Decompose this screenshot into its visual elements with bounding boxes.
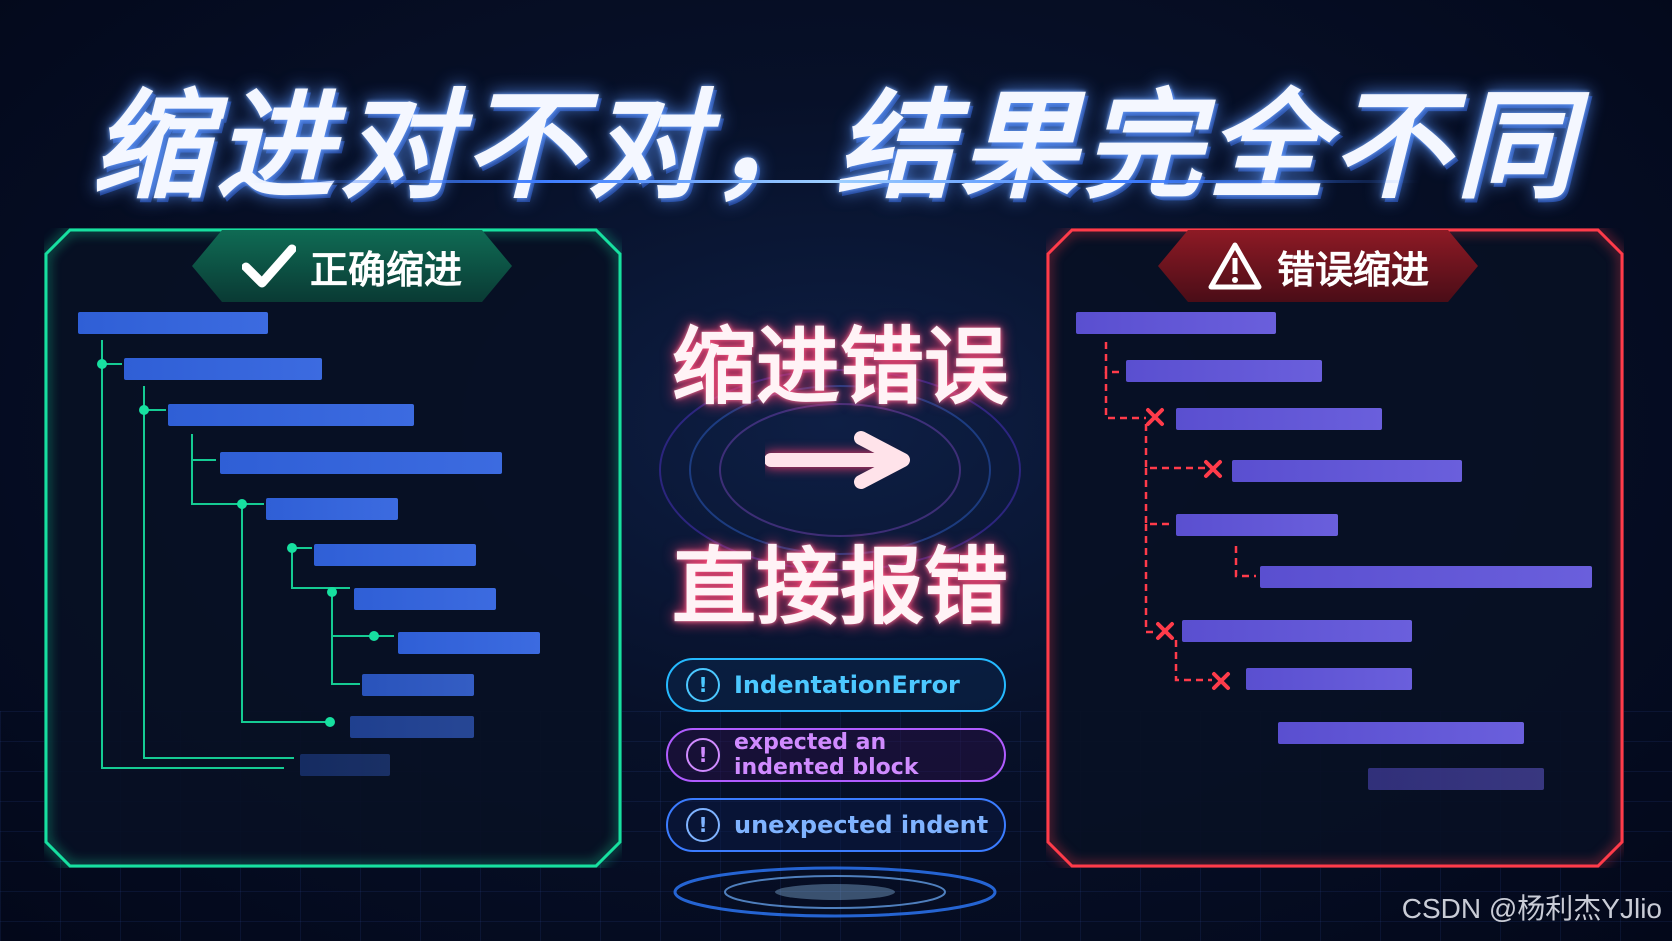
wrong-indent-label: 错误缩进 — [1276, 247, 1429, 292]
glow-ring — [673, 866, 997, 918]
center-heading-line2: 直接报错 — [671, 538, 1008, 636]
exclamation-circle-icon: ! — [686, 738, 720, 772]
center-heading-line1: 缩进错误 — [671, 318, 1008, 416]
check-icon — [242, 243, 296, 289]
arrow-right-icon — [765, 431, 910, 489]
error-x-marks — [1146, 408, 1230, 690]
error-guide-lines — [1104, 342, 1256, 690]
correct-indent-label: 正确缩进 — [309, 247, 462, 292]
page-title: 缩进对不对，结果完全不同 — [91, 77, 1580, 215]
indent-guide-lines — [97, 340, 394, 769]
watermark: CSDN @杨利杰YJlio — [1401, 893, 1662, 924]
exclamation-circle-icon: ! — [686, 668, 720, 702]
title-underline — [250, 180, 1420, 183]
error-pill-indentationerror: ! IndentationError — [666, 658, 1006, 712]
error-text: unexpected indent — [734, 811, 989, 839]
warning-icon — [1207, 241, 1263, 291]
correct-indent-panel — [44, 228, 622, 868]
error-pill-expected-indented-block: ! expected an indented block — [666, 728, 1006, 782]
error-text: expected an indented block — [734, 730, 919, 780]
vortex-glow — [659, 369, 1021, 571]
exclamation-circle-icon: ! — [686, 808, 720, 842]
error-text: IndentationError — [734, 671, 960, 699]
wrong-indent-tag: 错误缩进 — [1158, 230, 1478, 302]
correct-indent-tag: 正确缩进 — [192, 230, 512, 302]
wrong-indent-panel — [1046, 228, 1624, 868]
error-pill-unexpected-indent: ! unexpected indent — [666, 798, 1006, 852]
